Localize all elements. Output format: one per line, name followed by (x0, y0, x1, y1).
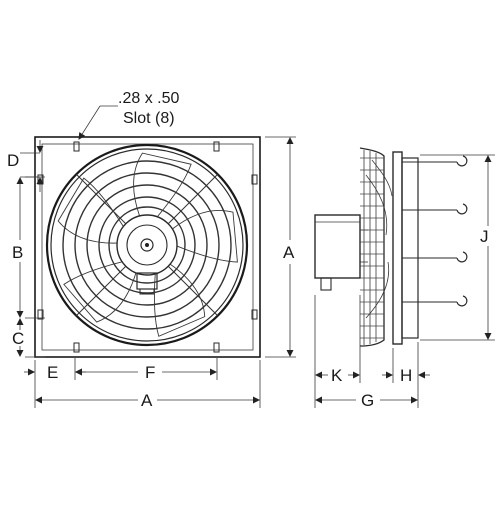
motor-hub (116, 214, 178, 276)
dimension-label-k: K (331, 366, 343, 385)
shutter-blades (402, 155, 468, 307)
dimension-label-a-width: A (141, 391, 153, 410)
mounting-slot (37, 309, 44, 320)
slot-annotation: .28 x .50 Slot (8) (78, 90, 179, 140)
mounting-slot (73, 141, 80, 152)
guard-ring (50, 148, 244, 342)
dimension-label-g: G (361, 391, 374, 410)
dimension-a-height: A (265, 136, 296, 358)
shutter-hook (456, 155, 468, 167)
mounting-slot (251, 174, 258, 185)
motor-conduit-side (320, 277, 332, 291)
dimension-f: F (75, 358, 218, 382)
guard-ring (108, 206, 186, 284)
shutter-frame (401, 157, 419, 339)
dimension-label-a-height: A (283, 243, 295, 262)
guard-spoke (75, 173, 127, 225)
dimension-label-b: B (12, 243, 23, 262)
guard-spoke (167, 265, 219, 317)
guard-ring (62, 160, 232, 330)
shutter-hook (456, 251, 468, 263)
shaft-center (145, 243, 149, 247)
guard-rim (45, 143, 249, 347)
mounting-slot (213, 141, 220, 152)
dimension-h: H (382, 342, 430, 408)
dimension-label-e: E (47, 363, 58, 382)
dimension-label-h: H (400, 366, 412, 385)
slot-count-text: Slot (8) (123, 110, 175, 127)
mounting-plate-side (392, 151, 403, 345)
dimension-j: J (420, 154, 495, 341)
dimension-c: C (12, 318, 45, 358)
fan-blade (172, 209, 238, 263)
fan-blade (133, 152, 192, 218)
fan-blade (57, 177, 124, 244)
shaft (140, 238, 154, 252)
guard-wires-side (360, 157, 384, 339)
slot-size-text: .28 x .50 (118, 90, 179, 107)
fan-blades (57, 152, 238, 337)
fan-blade (153, 263, 206, 337)
motor-hub-inner (126, 224, 168, 266)
mounting-slot (73, 342, 80, 353)
dimension-g: G (315, 391, 418, 410)
dimension-label-f: F (145, 363, 155, 382)
guard-ring (74, 172, 220, 318)
dimension-e: E (24, 358, 86, 382)
guard-ring (86, 184, 208, 306)
dimension-label-c: C (12, 329, 24, 348)
dimension-label-j: J (480, 227, 489, 246)
dimension-label-d: D (7, 151, 19, 170)
shutter-hook (456, 203, 468, 215)
dimension-a-width: A (34, 360, 261, 410)
guard-profile (359, 147, 385, 347)
mounting-slot (251, 309, 258, 320)
front-view: D B C E F (7, 90, 296, 410)
motor-conduit (139, 288, 155, 295)
motor-housing (314, 214, 361, 279)
side-view: J K H G (314, 147, 495, 410)
guard-spoke (167, 173, 219, 225)
dimension-b: B (12, 176, 45, 319)
dimension-d: D (7, 140, 44, 192)
mounting-plate-flange (41, 143, 254, 351)
mounting-plate-outline (34, 136, 261, 358)
dimension-k: K (314, 295, 361, 408)
fan-blade (63, 261, 137, 323)
shutter-hook (456, 295, 468, 307)
guard-ring (98, 196, 196, 294)
mounting-slot (213, 342, 220, 353)
